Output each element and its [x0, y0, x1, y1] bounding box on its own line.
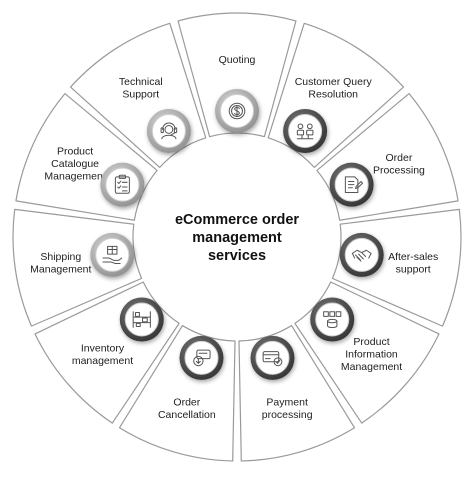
- customer-support-team-icon: [296, 123, 314, 140]
- card-payment-check-icon: [262, 351, 283, 367]
- segment-label-line: Product: [353, 336, 389, 348]
- segment-1: [177, 12, 297, 138]
- segment-badge: [310, 297, 355, 342]
- invoice-pen-icon: [344, 176, 364, 193]
- segment-label-line: Management: [44, 171, 105, 183]
- diagram-title-line: services: [208, 248, 266, 264]
- segment-badge: [146, 109, 191, 154]
- tech-support-headset-icon: [160, 122, 178, 140]
- segment-badge: [179, 335, 224, 380]
- segment-badge: [283, 109, 328, 154]
- segment-badge: [119, 297, 164, 342]
- segment-badge: [100, 162, 145, 207]
- segment-label-line: Processing: [373, 164, 425, 176]
- product-database-icon: [323, 311, 342, 329]
- box-in-hand-icon: [102, 245, 123, 265]
- segment-label-line: After-sales: [388, 251, 438, 263]
- segment-label-line: Resolution: [308, 89, 358, 101]
- segment-badge: [250, 335, 295, 380]
- segment-badge: [339, 232, 384, 277]
- segment-badge: [329, 162, 374, 207]
- diagram-title-line: management: [192, 230, 282, 246]
- warehouse-shelves-icon: [132, 311, 151, 328]
- segment-label-line: Management: [30, 264, 91, 276]
- segment-label-line: Technical: [119, 76, 163, 88]
- segment-label-line: management: [72, 355, 133, 367]
- segment-label-line: Cancellation: [158, 409, 216, 421]
- segment-label-line: Quoting: [219, 54, 256, 66]
- segment-label-line: Inventory: [81, 342, 125, 354]
- cancelled-download-card-icon: [193, 349, 211, 367]
- segment-label-line: support: [396, 264, 431, 276]
- segment-label-line: Catalogue: [51, 158, 99, 170]
- segment-label-line: Payment: [266, 397, 308, 409]
- segment-label-line: Product: [57, 146, 93, 158]
- segment-label-line: Management: [341, 361, 402, 373]
- diagram-title: eCommerce order management services: [175, 212, 299, 264]
- diagram-title-line: eCommerce order: [175, 212, 299, 228]
- handshake-icon: [351, 249, 372, 262]
- segment-badge: [215, 89, 259, 133]
- segment-label-line: Customer Query: [295, 76, 373, 88]
- segment-badge: [90, 232, 135, 277]
- segment-label-line: Order: [385, 152, 412, 164]
- segment-label-line: Order: [173, 397, 200, 409]
- segment-label: Quoting: [219, 54, 256, 66]
- segment-label-line: Support: [122, 89, 159, 101]
- segment-label-line: processing: [262, 409, 313, 421]
- checklist-clipboard-icon: [114, 174, 130, 194]
- dollar-coin-icon: [228, 102, 246, 120]
- segment-label-line: Information: [345, 349, 398, 361]
- segment-label-line: Shipping: [40, 251, 81, 263]
